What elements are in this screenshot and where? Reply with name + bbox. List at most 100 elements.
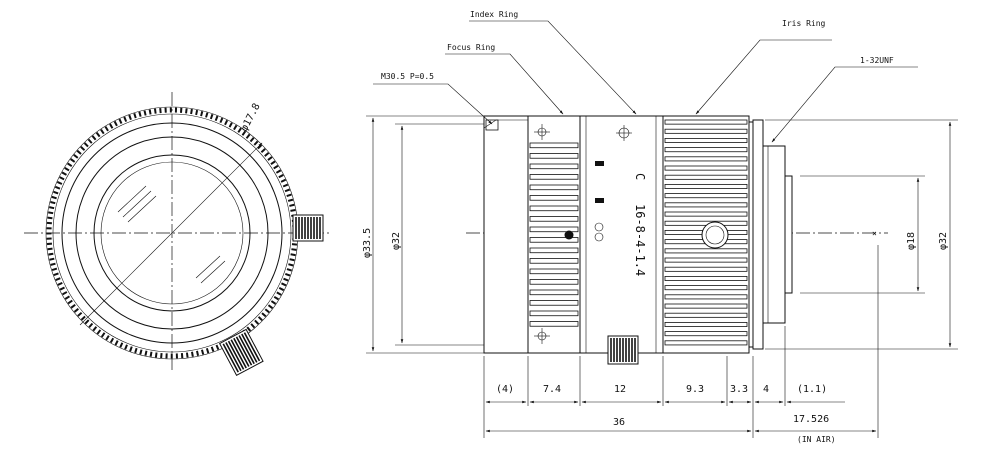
iris-ring-callout: Iris Ring [782, 19, 826, 28]
knurl-rib [664, 266, 748, 272]
rear-element [784, 175, 793, 294]
knurl-rib [529, 205, 579, 212]
barrel-diameter-dim: φ32 [391, 232, 402, 250]
glass-reflection-lines [117, 185, 226, 284]
axis-end-mark: × [872, 229, 877, 238]
knob-knurl-line [238, 335, 255, 365]
knurl-rib [529, 163, 579, 170]
knurl-rib [664, 285, 748, 291]
knurl-rib [664, 147, 748, 153]
iris-scale-label: 16-8-4-1.4 [633, 204, 647, 276]
index-ring-body [579, 115, 664, 354]
side-view: × C 16-8-4-1.4 [466, 115, 888, 365]
dim-flange-segment: 3.3 [730, 384, 748, 395]
infinity-mark-bottom [594, 232, 604, 242]
knurl-rib [664, 211, 748, 217]
knurl-rib [664, 294, 748, 300]
flange-body [752, 119, 764, 350]
knurl-rib [664, 248, 748, 254]
horizontal-dimensions: (4) 7.4 12 9.3 3.3 4 (1.1) 36 17.526 (IN… [483, 245, 879, 444]
knurl-rib [664, 331, 748, 337]
front-lower-knob [218, 328, 264, 377]
front-side-knob [292, 214, 324, 242]
focus-set-screw-top [537, 127, 547, 137]
knurl-rib [529, 247, 579, 254]
knurl-rib [664, 257, 748, 263]
knurl-rib [529, 184, 579, 191]
knurl-rib [664, 119, 748, 125]
knurl-rib [664, 128, 748, 134]
knurl-rib [664, 174, 748, 180]
knurl-rib [664, 275, 748, 281]
knurl-rib [529, 226, 579, 233]
knurl-rib [529, 310, 579, 317]
knurl-rib [529, 258, 579, 264]
knob-knurl-line [222, 343, 239, 373]
knob-knurl-line [230, 339, 247, 369]
knurl-rib [664, 156, 748, 162]
front-glass-circle [100, 161, 244, 305]
knurl-rib [529, 195, 579, 201]
focus-scale-tick-2 [595, 198, 604, 203]
focus-set-screw-bottom [537, 331, 547, 341]
callouts: Index Ring Focus Ring M30.5 P=0.5 Iris R… [373, 10, 918, 143]
front-diameter-leader [79, 142, 263, 326]
knurl-rib [529, 153, 579, 159]
front-view: φ17.8 [24, 92, 332, 377]
knurl-rib [529, 321, 579, 327]
knurl-rib [664, 312, 748, 318]
outer-diameter-dim: φ33.5 [362, 228, 373, 258]
knurl-rib [664, 183, 748, 189]
index-ring-callout: Index Ring [470, 10, 518, 19]
focus-scale-tick-1 [595, 161, 604, 166]
c-thread-callout: 1-32UNF [860, 56, 894, 65]
rear-diameter-dim: φ32 [938, 232, 949, 250]
front-bezel-circle [61, 122, 283, 344]
knob-knurl-line [225, 342, 242, 372]
front-lens-circle [93, 154, 251, 312]
dim-iris-segment: 9.3 [686, 384, 704, 395]
knurl-rib [529, 174, 579, 180]
focus-ring-knurl [529, 142, 579, 327]
dim-rear-segment: (1.1) [797, 384, 827, 395]
front-barrel [483, 115, 529, 354]
dim-overall-length: 36 [613, 417, 625, 428]
flange-step [748, 121, 754, 348]
dim-index-segment: 12 [614, 384, 626, 395]
knurl-rib [529, 268, 579, 275]
infinity-mark-top [594, 222, 604, 232]
knurl-rib [529, 142, 579, 149]
knurl-rib [664, 340, 748, 346]
dim-mount-segment: 4 [763, 384, 769, 395]
vertical-dimensions: φ33.5 φ32 φ18 φ32 [362, 115, 958, 354]
knob-knurl-line [235, 336, 253, 366]
knurl-rib [529, 216, 579, 222]
dim-front-segment: (4) [496, 384, 514, 395]
knurl-rib [664, 321, 748, 327]
dim-focus-segment: 7.4 [543, 384, 561, 395]
knurl-rib [664, 193, 748, 199]
focus-scale-label: C [633, 173, 647, 180]
knurl-rib [664, 165, 748, 171]
dim-in-air-note: (IN AIR) [797, 435, 836, 444]
focus-ring-callout: Focus Ring [447, 43, 495, 52]
front-diameter-label: φ17.8 [239, 102, 263, 134]
knurl-rib [664, 202, 748, 208]
front-thread-detail [485, 119, 499, 131]
knob-knurl-line [227, 340, 245, 370]
dim-flange-back: 17.526 [793, 414, 829, 425]
focus-index-dot [564, 230, 574, 240]
c-mount-thread [762, 145, 786, 324]
knurl-rib [529, 300, 579, 306]
knurl-rib [529, 279, 579, 285]
front-ring-inner-edge [52, 113, 292, 353]
knurl-rib [529, 237, 579, 243]
mount-thread-callout: M30.5 P=0.5 [381, 72, 434, 81]
knob-knurl-line [233, 337, 250, 367]
knurl-rib [664, 303, 748, 309]
knurl-rib [664, 137, 748, 143]
knob-knurl-line [241, 333, 258, 363]
knob-knurl-line [243, 332, 261, 362]
knurl-rib [529, 289, 579, 296]
